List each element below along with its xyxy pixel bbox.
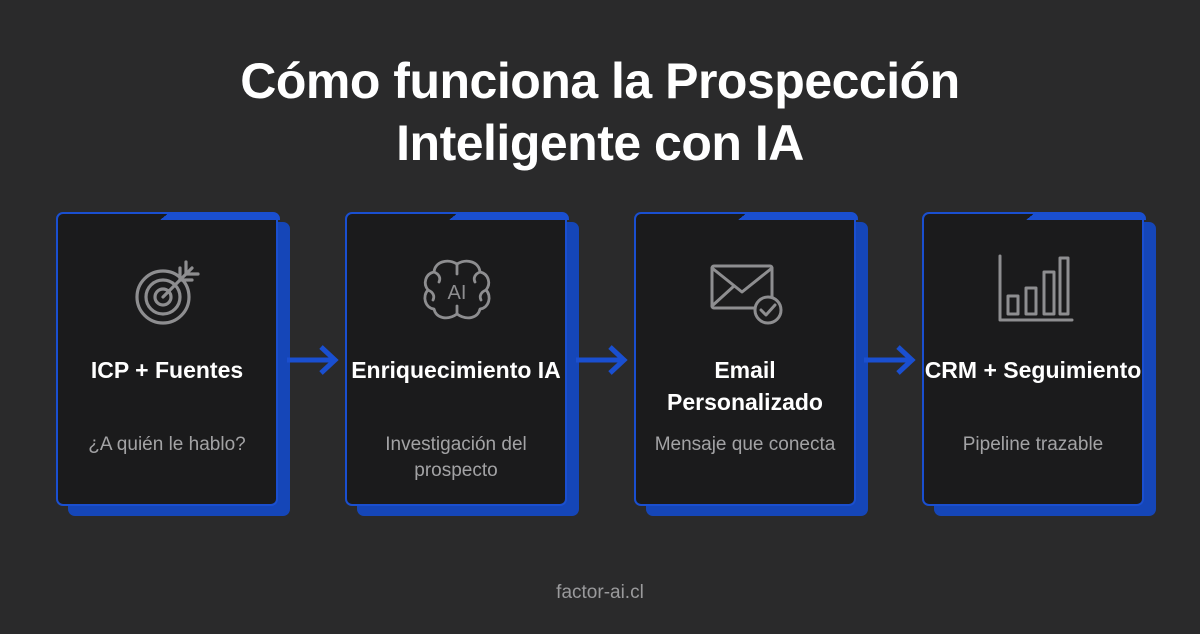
step-card-enrichment: AI Enriquecimiento IA Investigación del … — [345, 212, 579, 516]
bar-chart-icon — [994, 252, 1074, 332]
target-icon — [128, 252, 208, 332]
step-subtitle: ¿A quién le hablo? — [88, 434, 246, 455]
arrow-right-icon — [576, 345, 628, 375]
arrow-right-icon — [287, 345, 339, 375]
step-card-email: Email Personalizado Mensaje que conecta — [634, 212, 868, 516]
page-title: Cómo funciona la Prospección Inteligente… — [0, 50, 1200, 174]
step-subtitle: Investigación del prospecto — [385, 434, 527, 481]
step-subtitle: Mensaje que conecta — [654, 434, 836, 455]
footer-domain: factor-ai.cl — [556, 582, 644, 603]
arrow-right-icon — [864, 345, 916, 375]
step-subtitle: Pipeline trazable — [962, 434, 1104, 455]
step-title: Enriquecimiento IA — [351, 357, 561, 383]
step-title: ICP + Fuentes — [90, 357, 244, 383]
svg-text:AI: AI — [448, 282, 467, 304]
card-body: Email Personalizado Mensaje que conecta — [634, 212, 858, 506]
step-title: Email Personalizado — [667, 357, 823, 415]
card-tab — [1026, 212, 1146, 220]
title-line-1: Cómo funciona la Prospección — [240, 53, 960, 109]
step-title: CRM + Seguimiento — [924, 357, 1142, 383]
card-body: AI Enriquecimiento IA Investigación del … — [345, 212, 569, 506]
step-card-crm: CRM + Seguimiento Pipeline trazable — [922, 212, 1156, 516]
card-tab — [160, 212, 280, 220]
ai-brain-icon: AI — [417, 252, 497, 332]
card-tab — [449, 212, 569, 220]
card-tab — [738, 212, 858, 220]
card-body: CRM + Seguimiento Pipeline trazable — [922, 212, 1146, 506]
card-body: ICP + Fuentes ¿A quién le hablo? — [56, 212, 280, 506]
step-card-icp: ICP + Fuentes ¿A quién le hablo? — [56, 212, 290, 516]
title-line-2: Inteligente con IA — [396, 115, 804, 171]
email-check-icon — [706, 252, 786, 332]
